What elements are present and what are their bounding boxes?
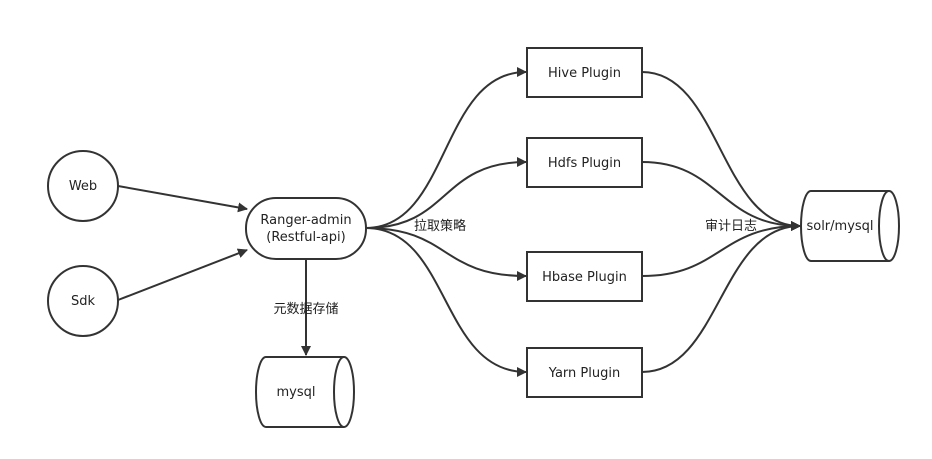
node-ranger-admin-api-label: (Restful-api) [266,230,345,245]
label-pull-policy: 拉取策略 [414,218,466,234]
label-metadata-storage: 元数据存储 [273,302,338,317]
node-web: Web [47,150,119,222]
node-solr-mysql: solr/mysql [800,190,900,262]
edge-hbase-to-solr [641,221,801,277]
edge-web-to-ranger [117,185,248,213]
edge-ranger-to-hive [365,67,527,229]
node-ranger-admin-label: Ranger-admin [260,213,351,228]
edge-sdk-to-ranger [117,248,248,301]
node-mysql: mysql [255,356,355,428]
node-hdfs-label: Hdfs Plugin [548,156,621,171]
node-ranger-admin: Ranger-admin (Restful-api) [245,197,367,260]
label-audit-log: 审计日志 [705,219,757,234]
edge-ranger-to-yarn [365,227,527,377]
node-hive-plugin: Hive Plugin [526,47,643,98]
edge-yarn-to-solr [641,221,801,373]
node-hbase-plugin: Hbase Plugin [526,251,643,302]
node-solr-mysql-label: solr/mysql [806,219,873,234]
node-yarn-plugin: Yarn Plugin [526,347,643,398]
node-hive-label: Hive Plugin [548,66,621,81]
edge-ranger-to-hbase [365,227,527,281]
edge-ranger-to-hdfs [365,157,527,229]
node-yarn-label: Yarn Plugin [548,366,620,381]
node-sdk-label: Sdk [71,294,96,309]
edge-hive-to-solr [641,71,801,231]
node-hdfs-plugin: Hdfs Plugin [526,137,643,188]
edges [117,67,801,377]
node-sdk: Sdk [47,265,119,337]
node-web-label: Web [69,179,97,194]
edge-hdfs-to-solr [641,161,801,231]
node-hbase-label: Hbase Plugin [542,270,627,285]
node-mysql-label: mysql [277,385,316,400]
